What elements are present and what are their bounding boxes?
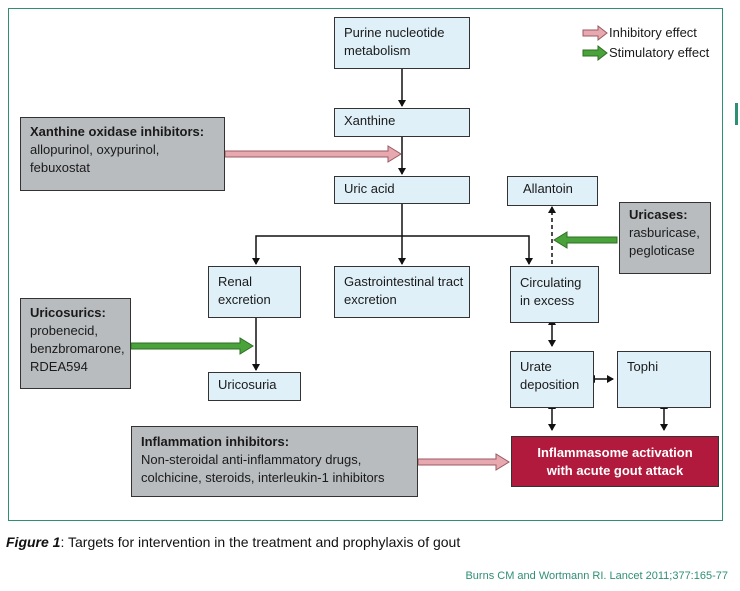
citation: Burns CM and Wortmann RI. Lancet 2011;37…	[465, 570, 728, 582]
inhibitory-arrow-inflammation	[417, 453, 510, 471]
node-purine-metabolism: Purine nucleotide metabolism	[334, 17, 470, 69]
legend-inhibitory-label: Inhibitory effect	[609, 25, 697, 40]
legend-stimulatory-label: Stimulatory effect	[609, 45, 710, 60]
node-tophi: Tophi	[617, 351, 711, 408]
legend-inhibitory-arrow	[582, 24, 608, 42]
inhibitor-inflammation: Inflammation inhibitors: Non-steroidal a…	[131, 426, 418, 497]
arrow-uric-acid-circulating	[402, 235, 533, 265]
caption-text: : Targets for intervention in the treatm…	[60, 534, 461, 550]
figure-caption: Figure 1: Targets for intervention in th…	[6, 534, 460, 550]
arrow-uric-acid-renal	[252, 235, 402, 265]
inhibitory-arrow-xanthine-oxidase	[224, 145, 402, 163]
inhibitor-uricosurics: Uricosurics: probenecid, benzbromarone, …	[20, 298, 131, 389]
node-allantoin: Allantoin	[507, 176, 598, 206]
node-xanthine: Xanthine	[334, 108, 470, 137]
node-uricosuria: Uricosuria	[208, 372, 301, 401]
stimulatory-arrow-uricosurics	[130, 337, 254, 355]
legend-stimulatory-arrow	[582, 44, 608, 62]
node-renal-excretion: Renal excretion	[208, 266, 301, 318]
figure-frame	[8, 8, 723, 521]
node-inflammasome-activation: Inflammasome activation with acute gout …	[511, 436, 719, 487]
figure-label: Figure 1	[6, 534, 61, 550]
node-uric-acid: Uric acid	[334, 176, 470, 204]
node-circulating-in-excess: Circulating in excess	[510, 266, 599, 323]
node-gi-excretion: Gastrointestinal tract excretion	[334, 266, 470, 318]
stimulatory-arrow-uricases	[553, 231, 618, 249]
page-edge-mark	[735, 103, 738, 125]
inhibitor-uricases: Uricases: rasburicase, pegloticase	[619, 202, 711, 274]
node-urate-deposition: Urate deposition	[510, 351, 594, 408]
inhibitor-xanthine-oxidase: Xanthine oxidase inhibitors: allopurinol…	[20, 117, 225, 191]
